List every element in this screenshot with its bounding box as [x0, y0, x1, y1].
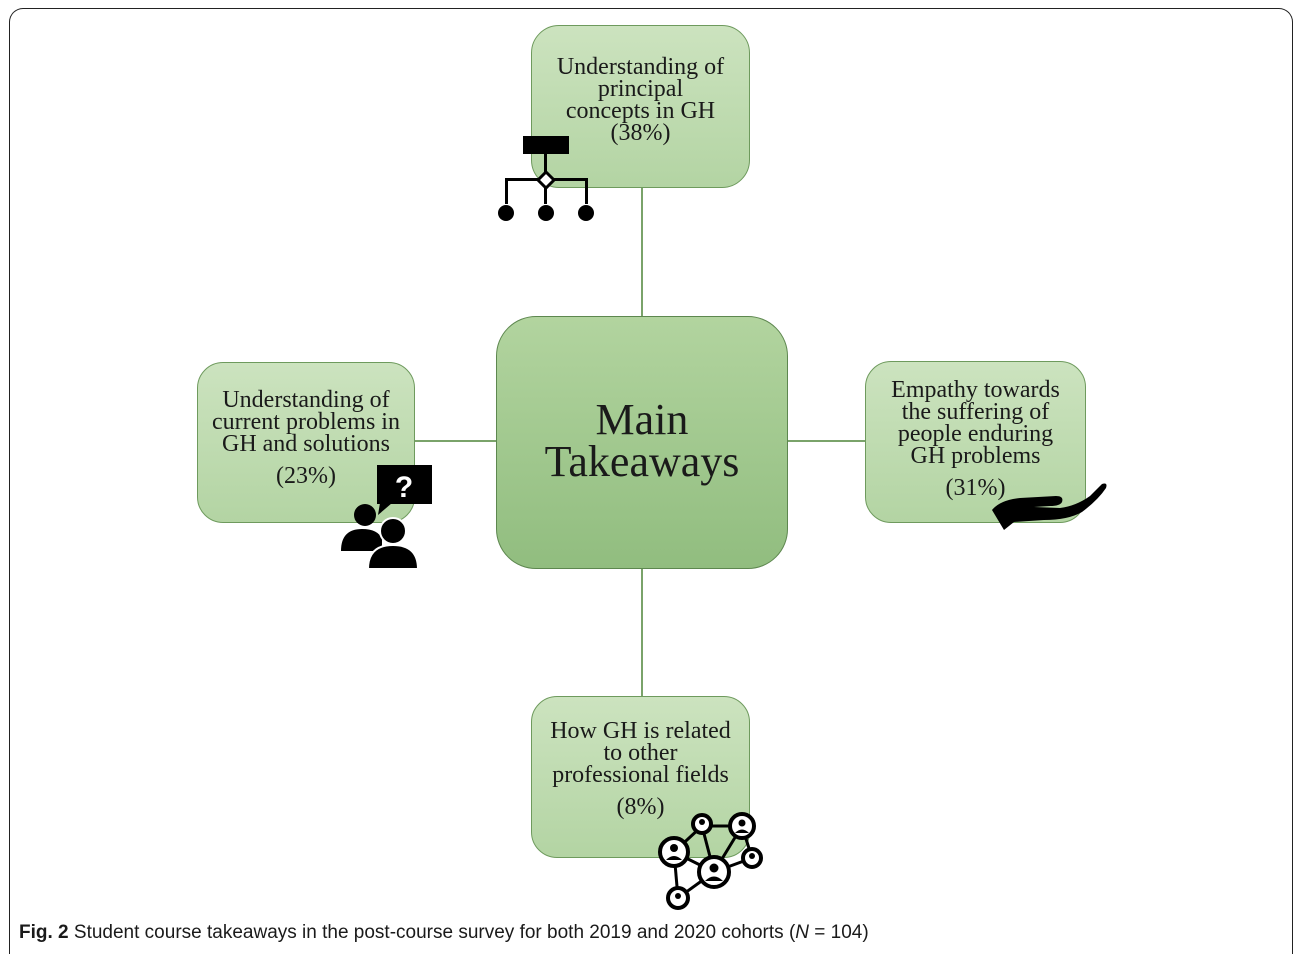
right-percent: (31%): [945, 475, 1006, 501]
bottom-percent: (8%): [616, 794, 665, 820]
right-label-line3: people enduring: [897, 421, 1054, 447]
connector-bottom: [641, 569, 643, 696]
svg-text:?: ?: [395, 471, 413, 504]
empathy-node: Empathy towards the suffering of people …: [865, 361, 1086, 523]
right-label-line2: the suffering of: [901, 399, 1050, 425]
top-percent: (38%): [610, 119, 671, 146]
top-label-line1: Understanding of: [556, 53, 725, 80]
hierarchy-chart-icon: [498, 136, 594, 221]
top-label-line3: concepts in GH: [565, 97, 716, 124]
bottom-label-line1: How GH is related: [550, 718, 731, 744]
left-label-line2: current problems in: [212, 408, 400, 435]
connector-top: [641, 188, 643, 316]
center-label-line1: Main: [595, 394, 689, 444]
center-label-line2: Takeaways: [544, 436, 740, 486]
principal-concepts-node: Understanding of principal concepts in G…: [531, 25, 750, 188]
left-label-line1: Understanding of: [222, 386, 390, 413]
right-label-line1: Empathy towards: [891, 377, 1060, 403]
caption-n-value: = 104): [809, 922, 869, 943]
left-percent: (23%): [276, 462, 336, 489]
right-label-line4: GH problems: [910, 443, 1041, 469]
bottom-label-line2: to other: [603, 740, 678, 766]
bottom-label-line3: professional fields: [552, 762, 729, 788]
caption-text: Student course takeaways in the post-cou…: [68, 922, 796, 943]
open-hand-icon: [992, 483, 1107, 530]
caption-n-symbol: N: [795, 922, 810, 943]
professional-fields-node: How GH is related to other professional …: [531, 696, 750, 858]
top-label-line2: principal: [597, 75, 684, 102]
network-people-icon: [658, 812, 763, 910]
connector-left: [415, 440, 496, 442]
connector-right: [788, 440, 865, 442]
people-question-icon: ?: [341, 465, 432, 570]
figure-label: Fig. 2: [19, 922, 69, 943]
main-takeaways-node: Main Takeaways: [496, 316, 788, 569]
figure-caption: Fig. 2 Student course takeaways in the p…: [19, 922, 869, 944]
left-label-line3: GH and solutions: [221, 430, 390, 457]
